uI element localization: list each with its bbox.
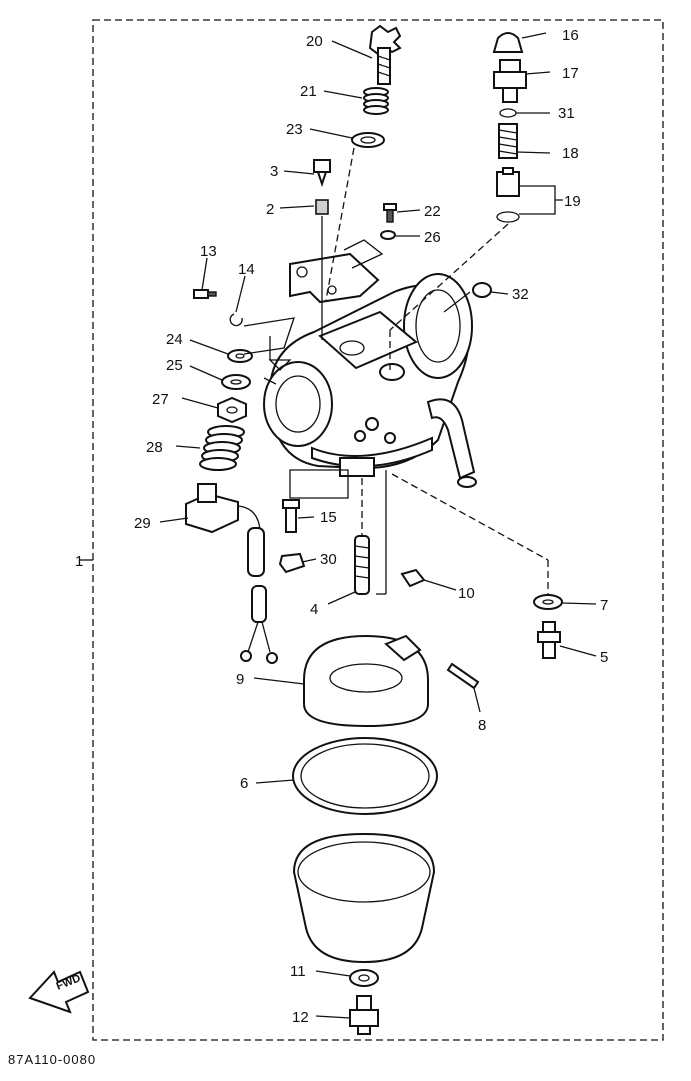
label-part-9: 9 [236, 671, 244, 688]
label-part-5: 5 [600, 649, 608, 666]
part-31-drawing [499, 108, 517, 118]
part-22-drawing [383, 203, 397, 223]
label-part-6: 6 [240, 775, 248, 792]
label-part-18: 18 [562, 145, 579, 162]
part-30-drawing [278, 552, 306, 574]
label-part-24: 24 [166, 331, 183, 348]
part-labels: 1 2 3 4 5 6 7 8 9 10 11 12 13 14 15 16 1… [75, 27, 608, 1026]
part-25-drawing [221, 374, 251, 390]
part-18-drawing [498, 123, 518, 159]
label-part-8: 8 [478, 717, 486, 734]
assembly-lines [243, 147, 549, 595]
label-part-14: 14 [238, 261, 255, 278]
figure-code: 87A110-0080 [8, 1052, 96, 1067]
label-part-10: 10 [458, 585, 475, 602]
part-27-drawing [217, 396, 247, 424]
label-part-11: 11 [290, 963, 306, 980]
label-part-30: 30 [320, 551, 337, 568]
part-17-drawing [493, 59, 527, 103]
label-part-1: 1 [75, 553, 83, 570]
part-19-drawing [496, 167, 520, 223]
part-7-drawing [533, 594, 563, 610]
label-part-13: 13 [200, 243, 217, 260]
label-part-23: 23 [286, 121, 303, 138]
part-23-drawing [351, 132, 385, 148]
label-part-29: 29 [134, 515, 151, 532]
label-part-22: 22 [424, 203, 441, 220]
part-5-drawing [537, 621, 561, 659]
part-20-drawing [368, 24, 402, 85]
assembly-boundary [80, 19, 664, 1041]
part-9-drawing [303, 634, 429, 728]
part-8-drawing [446, 662, 480, 690]
carburetor-body-drawing [263, 252, 477, 488]
label-part-2: 2 [266, 201, 274, 218]
label-part-27: 27 [152, 391, 169, 408]
label-part-7: 7 [600, 597, 608, 614]
part-28-drawing [199, 425, 245, 471]
leader-lines [159, 32, 597, 1019]
part-16-drawing [492, 32, 524, 53]
label-part-12: 12 [292, 1009, 309, 1026]
float-bowl-drawing [292, 832, 436, 964]
part-13-drawing [193, 289, 217, 299]
label-part-26: 26 [424, 229, 441, 246]
forward-direction-arrow: FWD [28, 970, 90, 1014]
label-part-31: 31 [558, 105, 575, 122]
part-6-drawing [292, 737, 438, 815]
part-21-drawing [363, 87, 389, 115]
part-14-drawing [229, 313, 243, 327]
part-3-drawing [313, 159, 331, 188]
label-part-25: 25 [166, 357, 183, 374]
part-26-drawing [380, 230, 396, 240]
part-24-drawing [227, 349, 253, 363]
part-15-drawing [282, 499, 300, 533]
part-12-drawing [349, 995, 379, 1035]
label-part-19: 19 [564, 193, 581, 210]
label-part-3: 3 [270, 163, 278, 180]
part-10-drawing [400, 568, 426, 588]
label-part-15: 15 [320, 509, 337, 526]
label-part-17: 17 [562, 65, 579, 82]
label-part-21: 21 [300, 83, 317, 100]
part-29-drawing [185, 483, 278, 664]
label-part-20: 20 [306, 33, 323, 50]
label-part-4: 4 [310, 601, 318, 618]
part-4-drawing [354, 535, 370, 595]
part-2-drawing [315, 199, 329, 215]
label-part-32: 32 [512, 286, 529, 303]
label-part-16: 16 [562, 27, 579, 44]
part-32-drawing [472, 282, 492, 298]
part-11-drawing [349, 969, 379, 987]
label-part-28: 28 [146, 439, 163, 456]
